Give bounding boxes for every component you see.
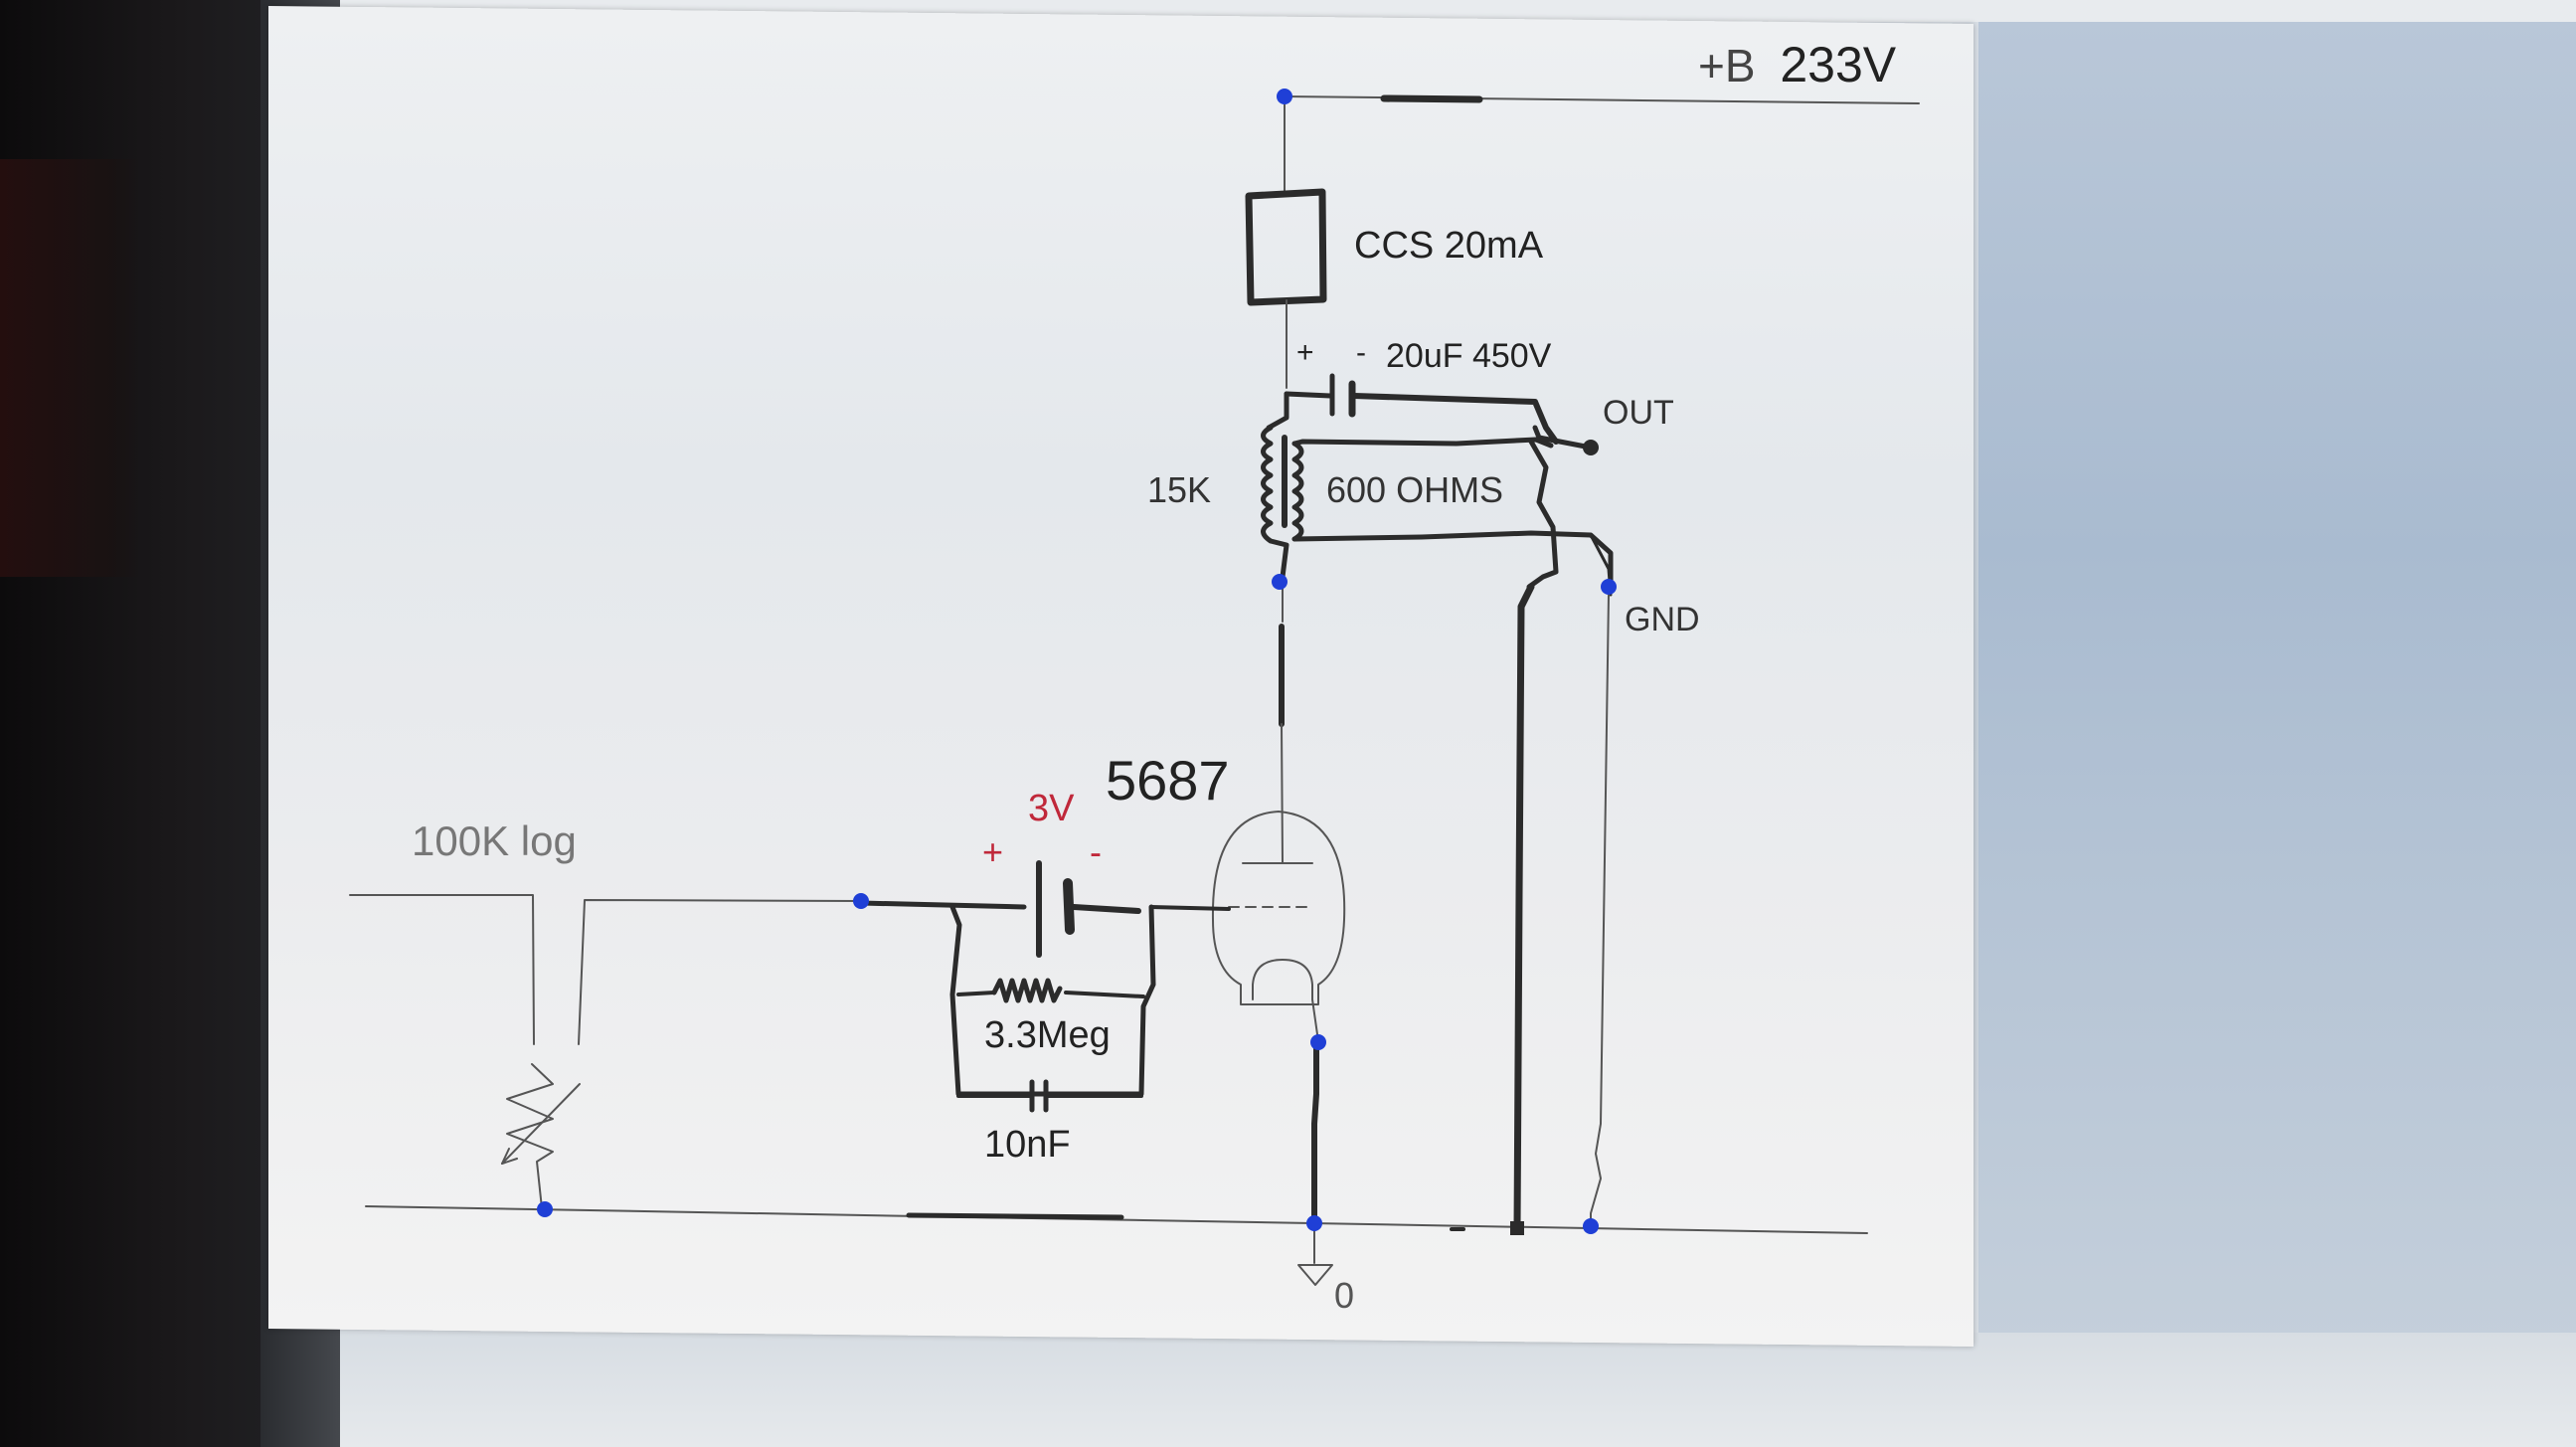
resistor-label: 3.3Meg	[984, 1014, 1111, 1056]
ground-rail	[365, 1205, 1868, 1234]
bias-plus-label: +	[982, 831, 1004, 872]
battery-plate-short	[1063, 878, 1075, 935]
desktop-wallpaper-right	[1978, 20, 2576, 1343]
secondary-coil	[1291, 441, 1304, 542]
node-pot-ground	[537, 1201, 553, 1217]
node-supply	[1277, 89, 1292, 104]
pot-label: 100K log	[412, 817, 577, 864]
resistor-symbol	[991, 978, 1063, 1003]
node-cathode-ground	[1306, 1215, 1322, 1231]
window-bottom-edge	[328, 1333, 2576, 1447]
supply-label: +B 233V	[1698, 36, 1896, 93]
tube-envelope	[1211, 811, 1346, 1005]
node-out	[1583, 440, 1599, 455]
tube-cathode	[1252, 959, 1313, 1000]
node-gnd-ground	[1583, 1218, 1599, 1234]
supply-label-prefix: +B	[1698, 40, 1756, 91]
potentiometer-symbol	[506, 1063, 554, 1209]
ccs-label: CCS 20mA	[1354, 225, 1544, 267]
primary-coil	[1261, 425, 1289, 580]
grid-lead	[1149, 905, 1231, 911]
node-plate	[1272, 574, 1288, 590]
capacitor-label: 10nF	[984, 1124, 1071, 1166]
background-glare	[0, 159, 139, 577]
node-secondary-ground	[1510, 1221, 1524, 1235]
supply-rail-bold	[1380, 94, 1483, 103]
tube-label: 5687	[1106, 749, 1230, 812]
gnd-label: GND	[1625, 601, 1700, 638]
node-input	[853, 893, 869, 909]
bias-minus-label: -	[1090, 831, 1102, 872]
ground-symbol	[1297, 1264, 1333, 1286]
secondary-label: 600 OHMS	[1326, 469, 1504, 510]
out-label: OUT	[1603, 394, 1674, 432]
supply-voltage: 233V	[1780, 37, 1897, 92]
bias-voltage-label: 3V	[1028, 788, 1075, 829]
ground-rail-bold	[906, 1212, 1124, 1220]
cap-plus-label: +	[1296, 336, 1314, 369]
cathode-lead	[1311, 1041, 1319, 1226]
ccs-symbol	[1245, 188, 1327, 306]
cap-minus-label: -	[1356, 336, 1366, 369]
node-gnd	[1601, 579, 1617, 595]
ground-node-label: 0	[1334, 1275, 1355, 1316]
node-cathode	[1310, 1034, 1326, 1050]
secondary-return	[1513, 583, 1535, 1232]
cap-value-label: 20uF 450V	[1386, 337, 1552, 375]
supply-rail	[1284, 95, 1920, 104]
primary-label: 15K	[1147, 469, 1212, 510]
